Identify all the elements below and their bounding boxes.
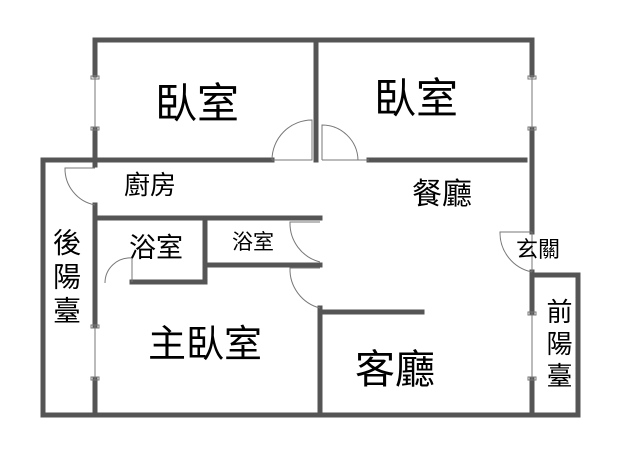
room-label-bathroom-1: 浴室 (129, 233, 183, 264)
room-label-living-room: 客廳 (355, 347, 435, 393)
walls (40, 37, 581, 418)
windows (90, 75, 537, 381)
room-label-dining: 餐廳 (412, 177, 472, 212)
room-label-entrance: 玄關 (516, 238, 561, 263)
room-label-bathroom-2: 浴室 (232, 230, 274, 254)
room-label-master-bedroom: 主臥室 (148, 322, 263, 366)
room-label-kitchen: 廚房 (124, 171, 177, 201)
room-label-front-balcony: 前陽臺 (542, 298, 572, 394)
room-label-bedroom-1: 臥室 (155, 79, 240, 128)
room-label-bedroom-2: 臥室 (374, 74, 459, 123)
doors (64, 119, 533, 309)
room-label-rear-balcony: 後陽臺 (49, 228, 82, 330)
